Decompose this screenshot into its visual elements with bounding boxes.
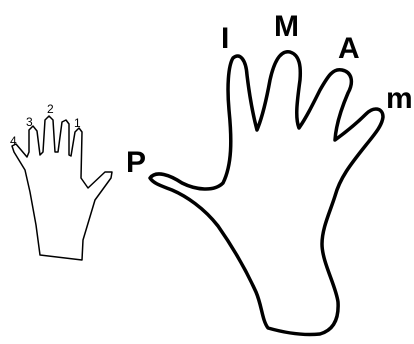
large-hand-outline [150,52,383,335]
small-hand: 4 3 2 1 [10,102,112,260]
finger-label-middle: M [274,10,299,43]
large-hand: P I M A m [126,10,413,335]
small-finger-label-1: 1 [74,116,81,130]
small-finger-label-3: 3 [26,115,33,129]
small-hand-outline [12,116,112,260]
small-finger-label-2: 2 [47,102,54,116]
finger-label-little: m [386,82,413,115]
finger-label-index: I [221,22,229,55]
finger-label-ring: A [338,32,360,65]
finger-label-thumb: P [126,146,146,179]
small-finger-label-4: 4 [10,134,17,148]
